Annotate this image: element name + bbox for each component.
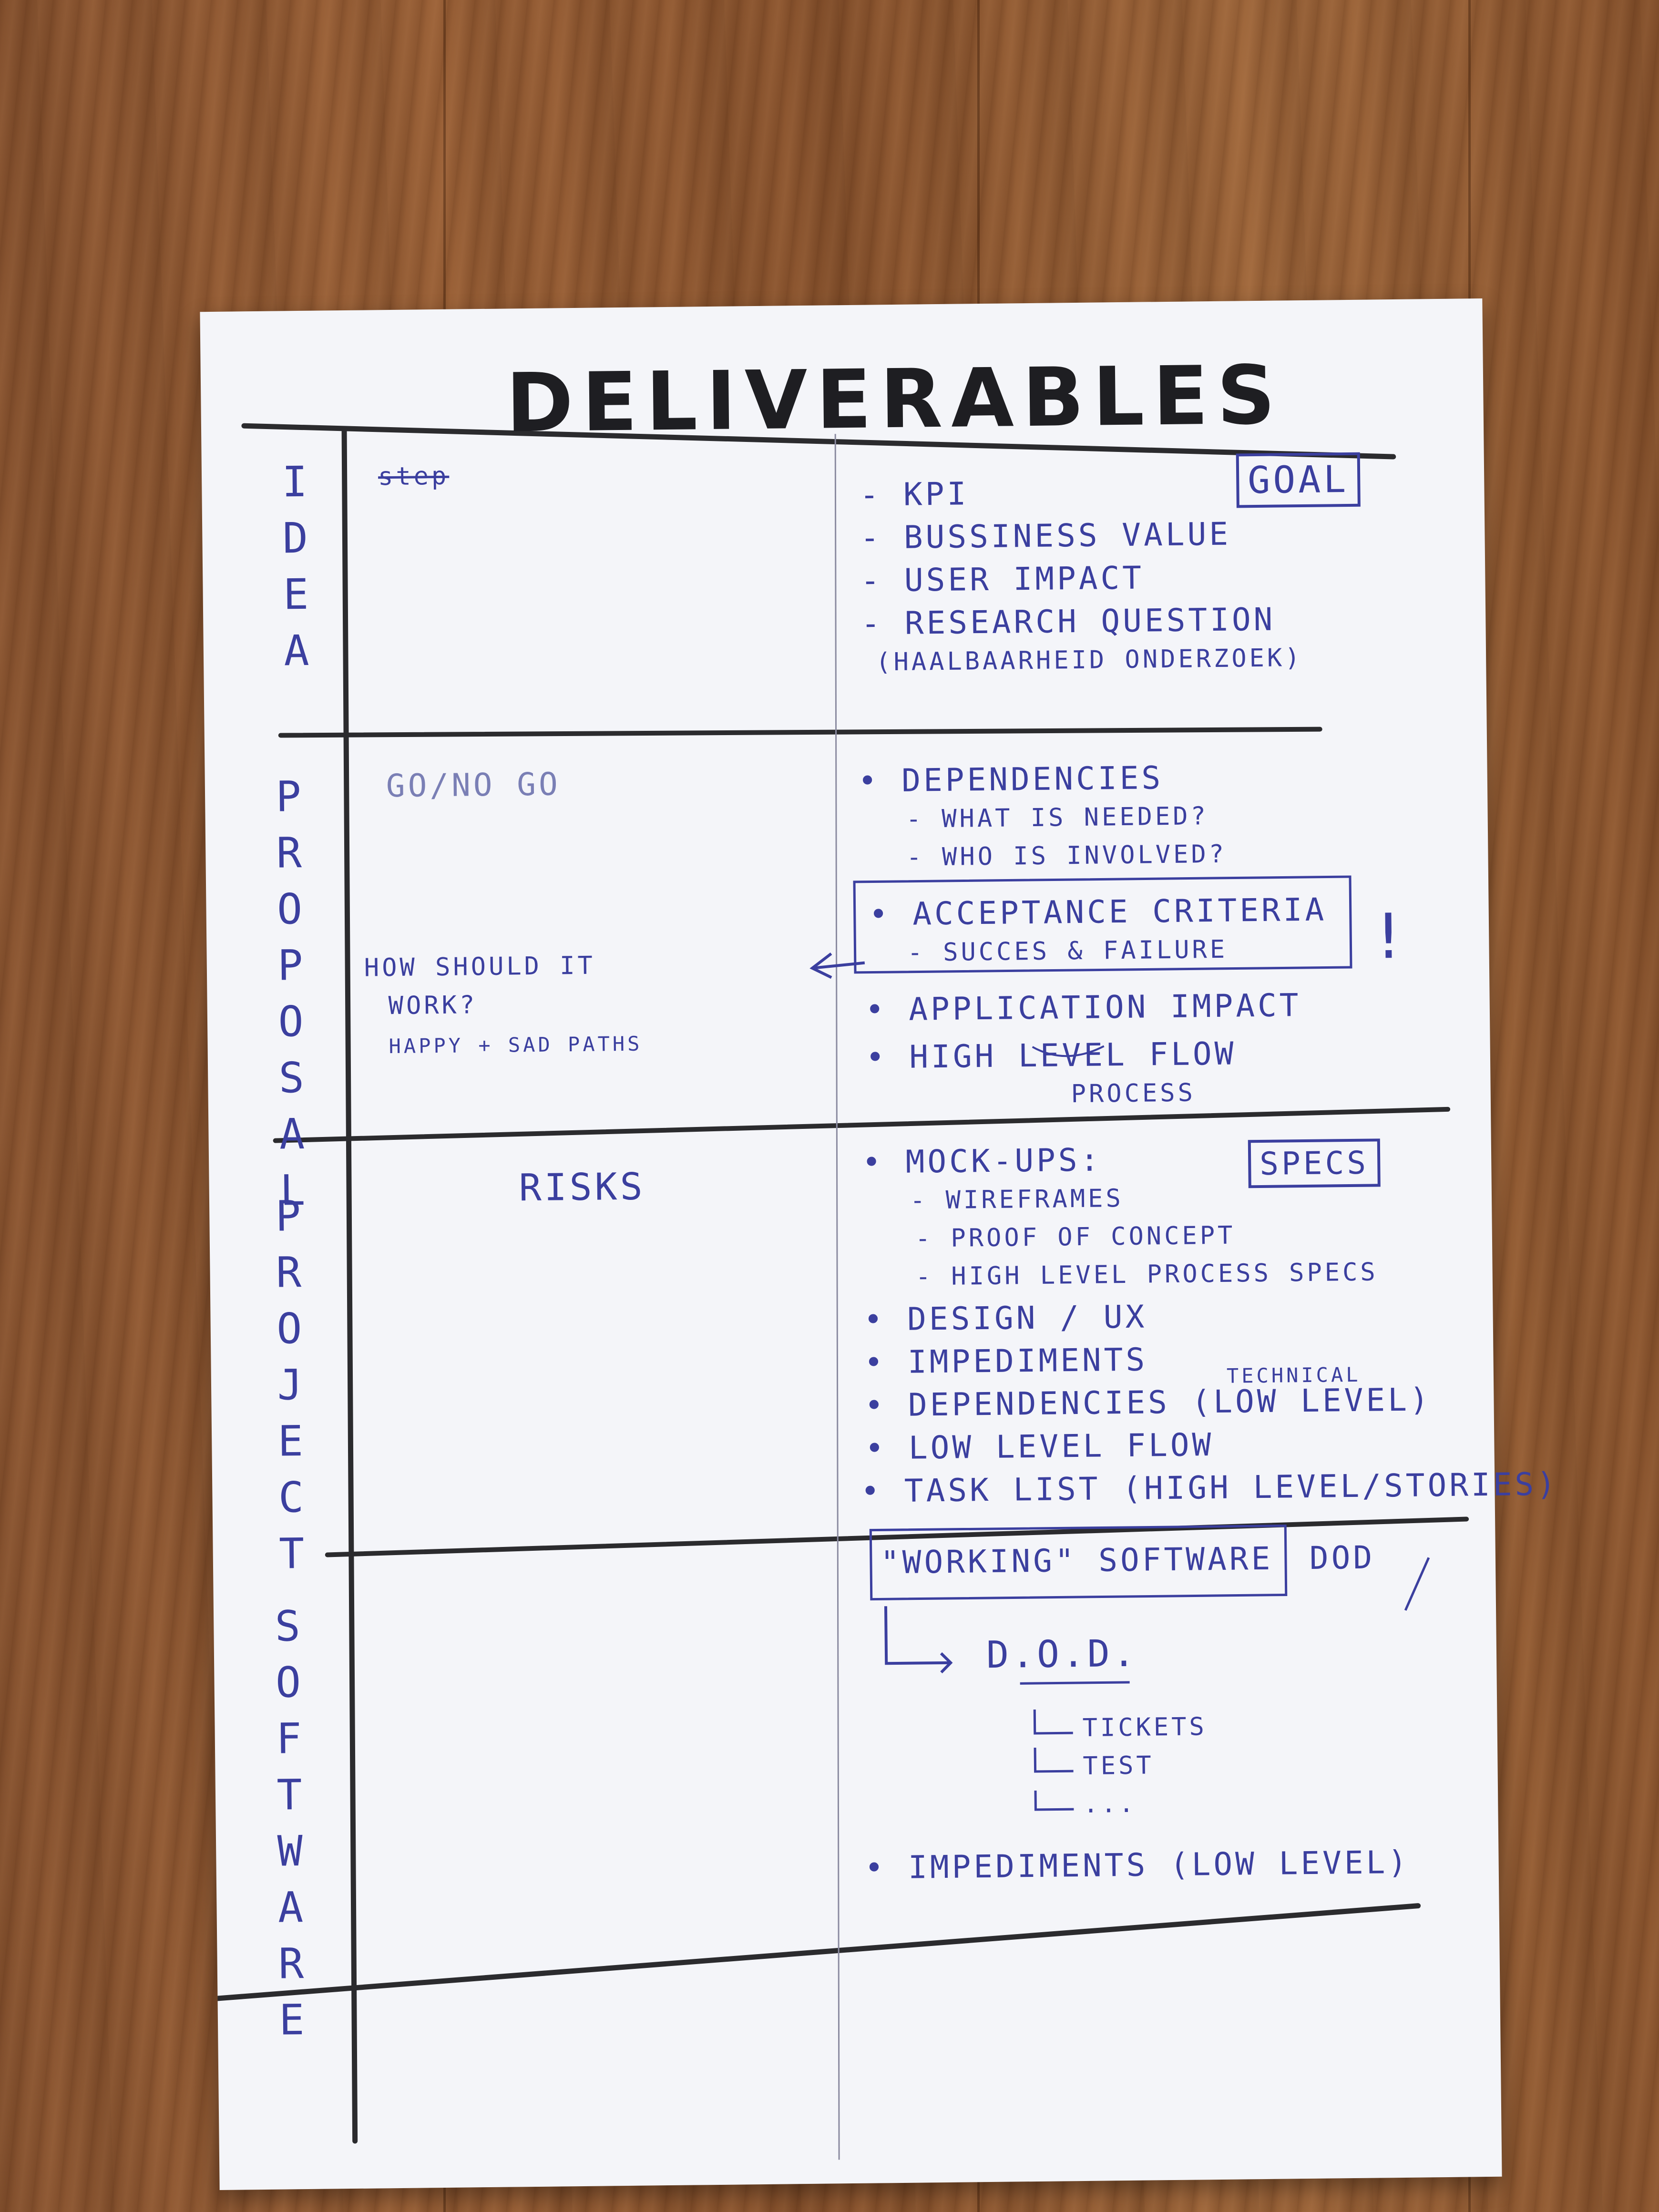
proposal-item: PROCESS	[1071, 1078, 1196, 1109]
dod-heading: D.O.D.	[986, 1632, 1138, 1677]
proposal-item: - SUCCES & FAILURE	[907, 935, 1228, 967]
page-title: DELIVERABLES	[505, 348, 1284, 451]
question-line: HOW SHOULD IT	[364, 951, 596, 983]
proposal-item: • DEPENDENCIES	[858, 759, 1164, 799]
idea-item: - USER IMPACT	[860, 559, 1145, 599]
proposal-item: - WHO IS INVOLVED?	[906, 840, 1227, 872]
dod-subitem: TEST	[1083, 1751, 1155, 1781]
proposal-item: • APPLICATION IMPACT	[865, 987, 1301, 1028]
project-item: • DEPENDENCIES (LOW LEVEL)	[864, 1381, 1432, 1424]
project-item: • DESIGN / UX	[863, 1298, 1147, 1338]
project-item: • LOW LEVEL FLOW	[865, 1426, 1214, 1467]
dod-subitem: TICKETS	[1082, 1712, 1208, 1742]
proposal-item: • ACCEPTANCE CRITERIA	[869, 891, 1327, 933]
question-line: HAPPY + SAD PATHS	[389, 1032, 643, 1058]
exclamation-mark: !	[1369, 900, 1411, 973]
project-item: TECHNICAL	[1226, 1362, 1361, 1388]
dod-subitem: ...	[1083, 1789, 1137, 1819]
project-item: - WIREFRAMES	[910, 1184, 1124, 1215]
risks-text: RISKS	[519, 1165, 645, 1210]
proposal-item: • HIGH LEVEL FLOW	[865, 1035, 1237, 1076]
question-line: WORK?	[388, 991, 478, 1021]
scribble-text: step	[378, 461, 450, 492]
idea-item: (HAALBAARHEID ONDERZOEK)	[875, 644, 1303, 677]
proposal-item: - WHAT IS NEEDED?	[906, 802, 1209, 834]
idea-item: - BUSSINESS VALUE	[860, 515, 1231, 556]
specs-tag: SPECS	[1248, 1138, 1381, 1188]
project-item: • IMPEDIMENTS	[864, 1341, 1148, 1381]
goal-tag: GOAL	[1236, 452, 1361, 508]
idea-item: - KPI	[860, 475, 969, 513]
idea-item: - RESEARCH QUESTION	[860, 601, 1276, 642]
project-item: - PROOF OF CONCEPT	[915, 1221, 1236, 1253]
table-lines	[201, 423, 1469, 2160]
impediments-low-level: • IMPEDIMENTS (LOW LEVEL)	[864, 1843, 1410, 1886]
project-item: - HIGH LEVEL PROCESS SPECS	[915, 1258, 1378, 1291]
project-item: • MOCK-UPS:	[861, 1141, 1102, 1181]
project-item: • TASK LIST (HIGH LEVEL/STORIES)	[860, 1465, 1559, 1510]
dod-tag: DOD	[1309, 1539, 1375, 1577]
working-software-text: "WORKING" SOFTWARE	[880, 1540, 1273, 1581]
go-no-go-text: GO/NO GO	[386, 766, 561, 805]
